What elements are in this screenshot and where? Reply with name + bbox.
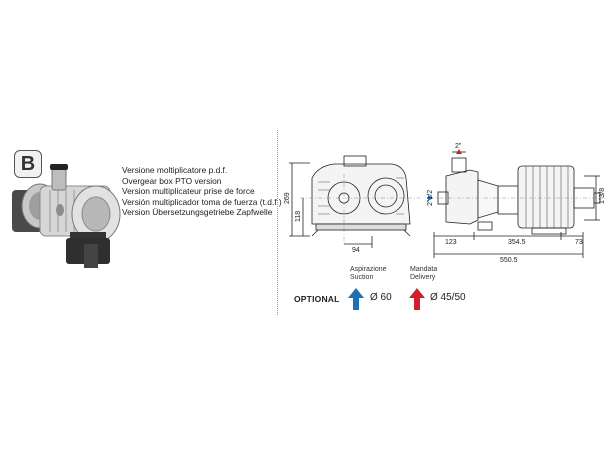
suction-label: Aspirazione Suction [350,266,387,282]
section-divider [277,130,278,315]
version-text-en: Overgear box PTO version [122,175,222,186]
dim-front-width: 94 [352,247,360,254]
delivery-arrow-icon [409,288,425,310]
dim-length-b: 354.5 [508,239,526,246]
suction-marker-icon [428,195,433,201]
version-descriptions: Versione moltiplicatore p.d.f. Overgear … [122,165,282,218]
suction-label-line1: Aspirazione [350,266,387,273]
pump-photo [12,164,121,268]
dim-shaft-diameter: 1"3/8 [599,188,606,204]
delivery-label: Mandata Delivery [410,266,437,282]
version-text-it: Versione moltiplicatore p.d.f. [122,165,228,175]
dim-length-a: 123 [445,239,457,246]
optional-label: OPTIONAL [294,294,340,304]
suction-diameter: Ø 60 [370,292,392,303]
delivery-label-line1: Mandata [410,266,438,273]
front-view-drawing [289,155,420,248]
dim-front-mid-height: 118 [295,211,302,222]
side-view-drawing [430,151,604,258]
version-text-es: Versión multiplicador toma de fuerza (t.… [122,196,282,207]
delivery-marker-icon [456,149,462,154]
dim-side-inlet: 2"1/2 [427,190,434,206]
version-text-de: Version Übersetzungsgetriebe Zapfwelle [122,207,273,218]
suction-arrow-icon [348,288,364,310]
dim-front-height: 269 [284,192,291,204]
version-badge: B [14,150,42,178]
version-text-fr: Version multiplicateur prise de force [122,186,255,197]
dim-length-c: 73 [575,239,583,246]
delivery-diameter: Ø 45/50 [430,292,466,303]
dim-top-flange: 2" [455,143,462,150]
suction-label-line2: Suction [350,274,374,281]
delivery-label-line2: Delivery [410,274,436,281]
dim-total-length: 550.5 [500,257,518,264]
